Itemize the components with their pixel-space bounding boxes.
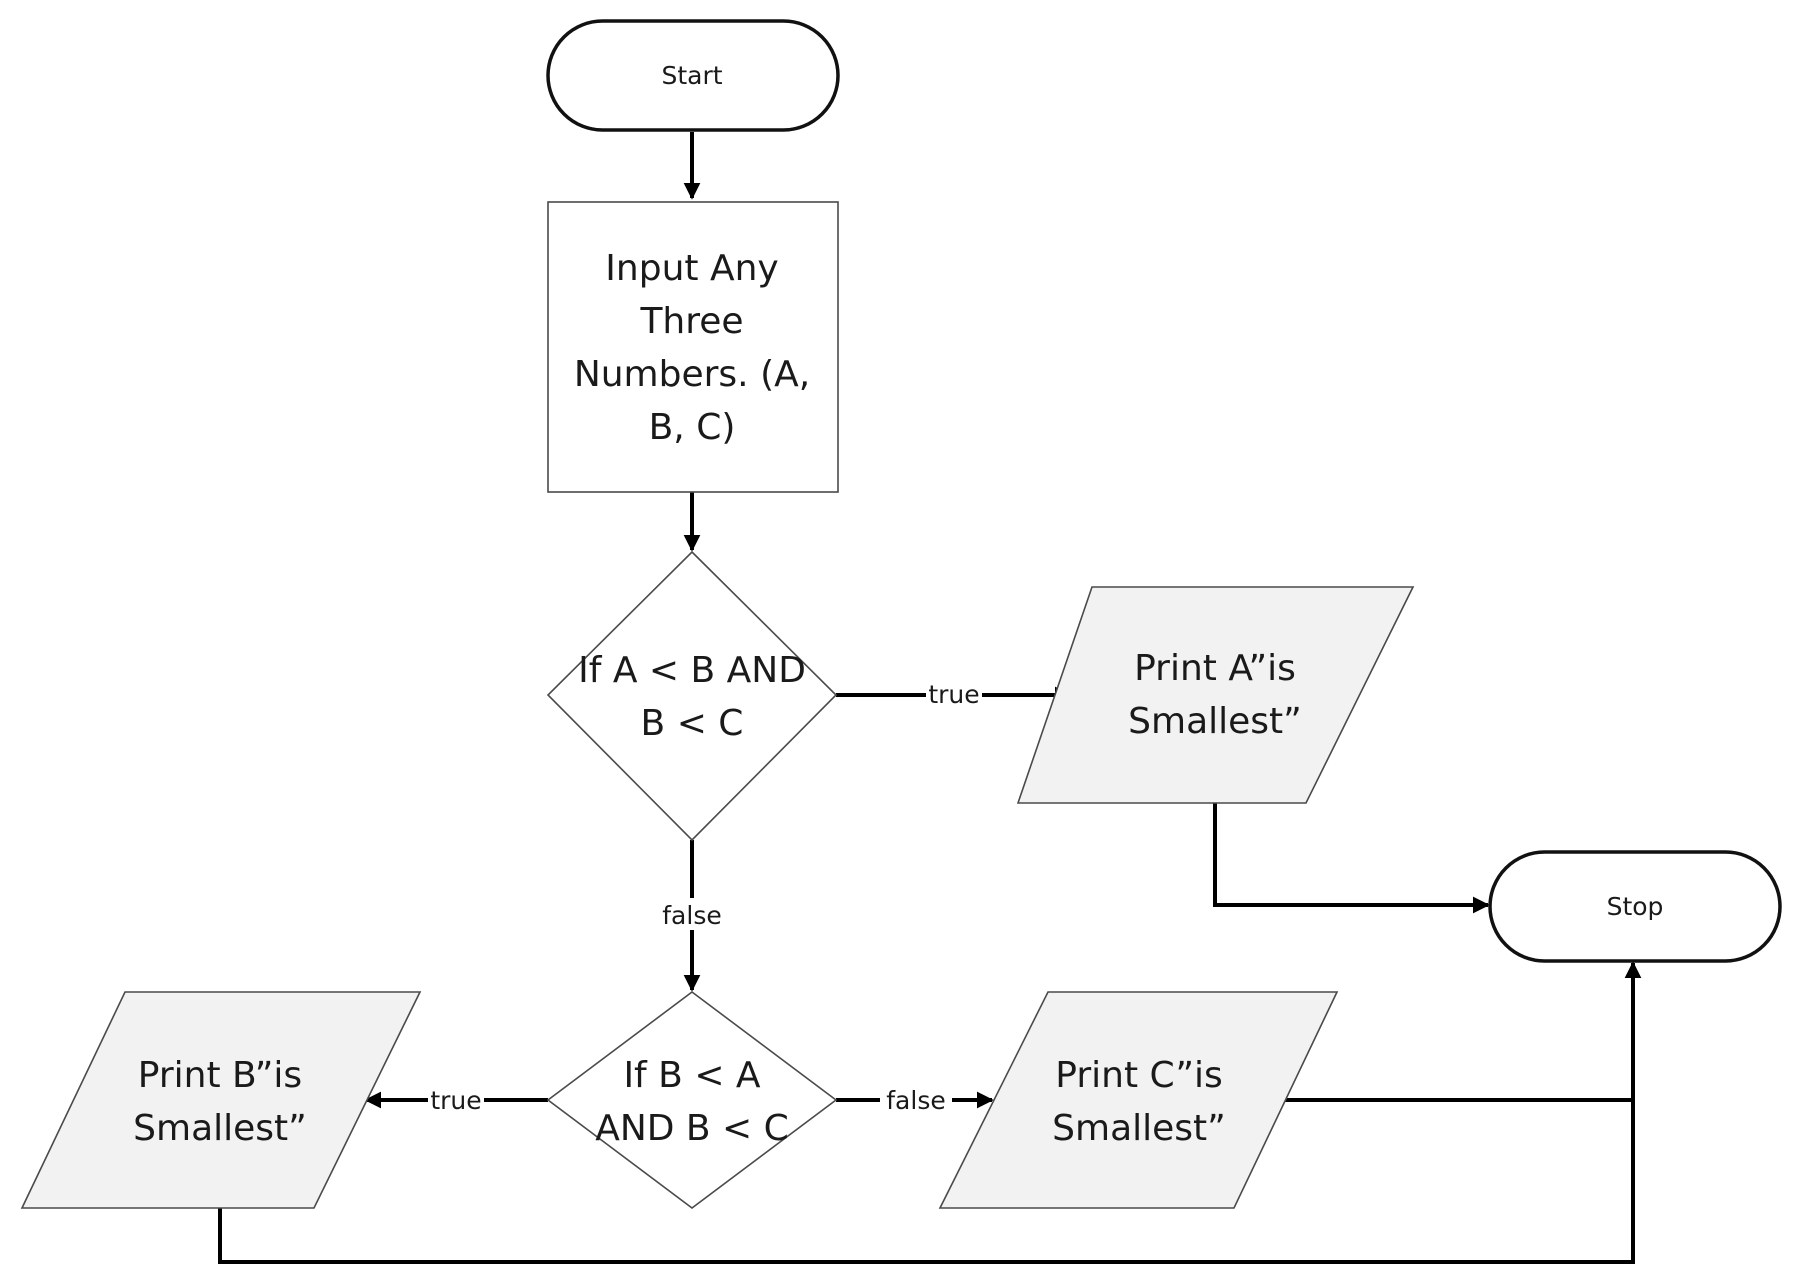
output-print-a: Print A”is Smallest” [1016, 586, 1415, 804]
svg-text:Smallest”: Smallest” [133, 1108, 307, 1149]
svg-text:Print B”is: Print B”is [138, 1055, 302, 1096]
edge-printB-to-stop [218, 961, 1642, 1264]
edge-label-d2-false: false [880, 1084, 952, 1115]
svg-text:false: false [662, 901, 721, 930]
input-process-box: Input Any Three Numbers. (A, B, C) [547, 201, 839, 493]
svg-text:Three: Three [639, 301, 743, 342]
svg-text:B < C: B < C [641, 703, 744, 744]
svg-text:If A < B AND: If A < B AND [578, 650, 806, 691]
svg-text:false: false [886, 1086, 945, 1115]
svg-text:Smallest”: Smallest” [1052, 1108, 1226, 1149]
start-terminal: Start [546, 19, 840, 132]
svg-text:Start: Start [661, 61, 722, 90]
edge-printA-to-stop [1213, 802, 1490, 914]
svg-text:B, C): B, C) [649, 407, 736, 448]
svg-text:Input Any: Input Any [605, 248, 778, 289]
edge-label-d1-false: false [656, 898, 730, 930]
svg-text:Smallest”: Smallest” [1128, 701, 1302, 742]
stop-terminal: Stop [1488, 850, 1782, 963]
svg-text:Print C”is: Print C”is [1055, 1055, 1222, 1096]
svg-text:Numbers. (A,: Numbers. (A, [574, 354, 810, 395]
output-print-b: Print B”is Smallest” [20, 991, 422, 1209]
decision-a-smallest: If A < B AND B < C [546, 550, 838, 842]
output-print-c: Print C”is Smallest” [938, 991, 1339, 1209]
svg-text:Stop: Stop [1607, 892, 1664, 921]
edge-label-d2-true: true [428, 1084, 484, 1115]
edge-label-d1-true: true [926, 678, 982, 709]
svg-text:Print A”is: Print A”is [1134, 648, 1296, 689]
svg-text:If B < A: If B < A [623, 1055, 760, 1096]
svg-text:true: true [928, 680, 979, 709]
svg-text:true: true [430, 1086, 481, 1115]
decision-b-smallest: If B < A AND B < C [546, 991, 838, 1209]
svg-text:AND B < C: AND B < C [595, 1108, 789, 1149]
